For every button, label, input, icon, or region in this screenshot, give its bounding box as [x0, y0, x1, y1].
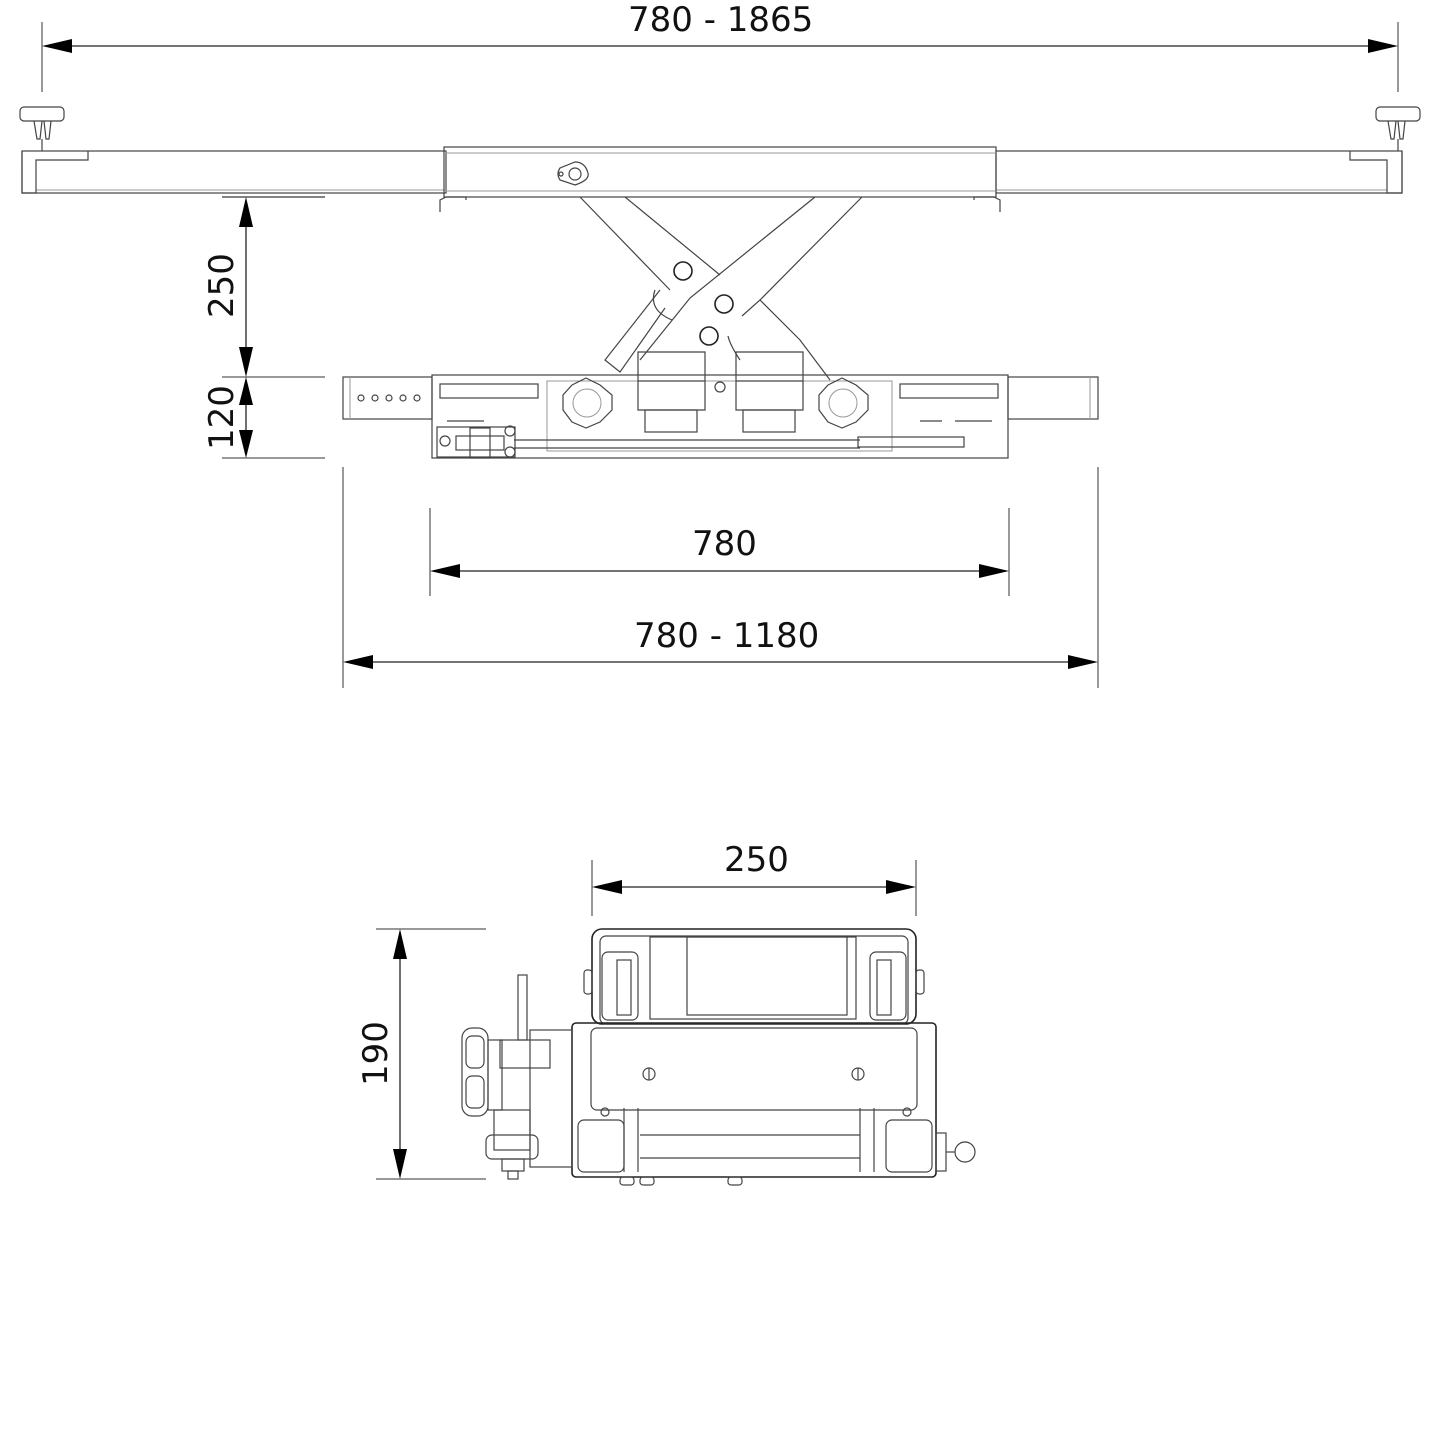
- label-base-length: 780: [692, 524, 757, 564]
- left-knob-icon: [562, 377, 613, 429]
- label-end-width: 250: [724, 840, 789, 880]
- adjustment-holes: [357, 394, 421, 402]
- dimension-overall-arm-span: [41, 22, 1399, 92]
- top-arm-assembly: [19, 106, 1421, 212]
- label-lift-height: 250: [202, 253, 242, 318]
- dimension-base-length: [429, 508, 1010, 596]
- base-assembly: [342, 351, 1099, 459]
- label-base-height: 120: [202, 385, 242, 450]
- dimension-base-extended: [342, 467, 1099, 688]
- dimension-base-height: [239, 377, 253, 458]
- label-base-extended-length: 780 - 1180: [634, 616, 820, 656]
- label-end-height: 190: [356, 1021, 396, 1086]
- right-knob-icon: [818, 377, 869, 429]
- scissor-mechanism: [579, 196, 863, 381]
- dimension-lift-height: [222, 196, 325, 459]
- label-overall-arm-span: 780 - 1865: [628, 0, 814, 40]
- end-view: [376, 860, 976, 1186]
